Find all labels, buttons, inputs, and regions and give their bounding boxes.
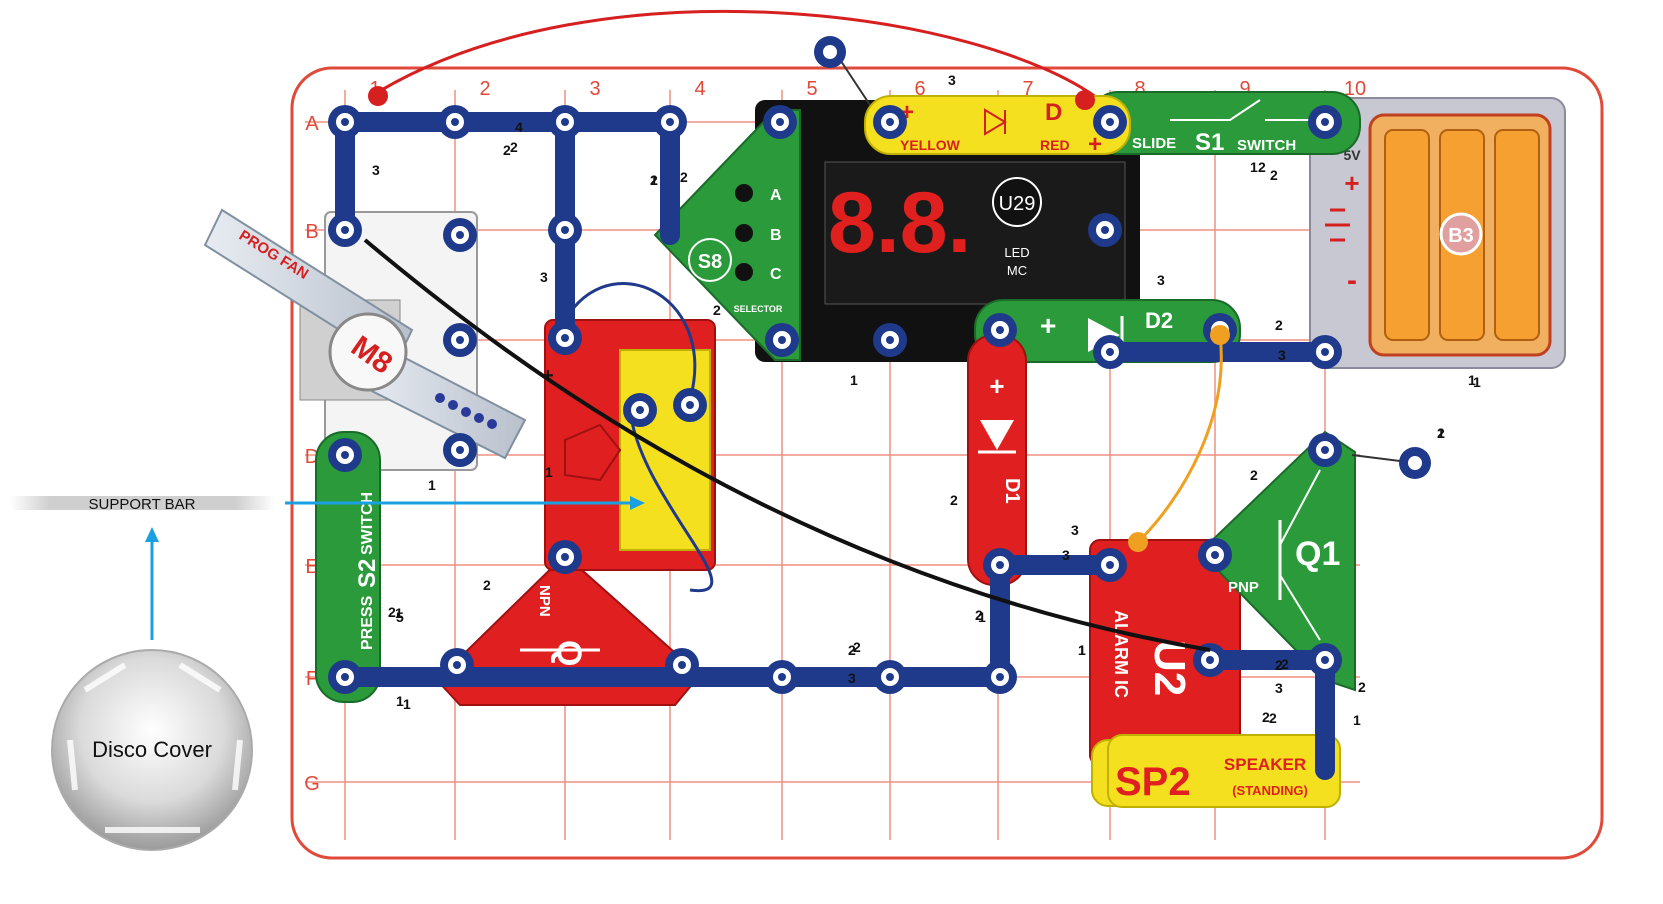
q2-type: NPN — [536, 585, 553, 617]
segment-number: 2 — [1275, 317, 1283, 333]
segment-number: 3 — [372, 162, 380, 178]
segment-number: 2 — [510, 139, 518, 155]
display-name-1: LED — [1004, 245, 1029, 260]
display-digits: 8.8. — [828, 175, 971, 271]
segment-number: 2 — [680, 169, 688, 185]
d3-red-label: RED — [1040, 137, 1070, 153]
sp2-badge: SP2 — [1115, 760, 1191, 804]
d3-yellow-label: YELLOW — [900, 137, 961, 153]
u2-badge: U2 — [1145, 640, 1194, 696]
segment-number: 2 — [388, 604, 396, 620]
segment-number: 1 — [545, 464, 553, 480]
segment-number: 4 — [515, 119, 523, 135]
segment-number: 2 — [1281, 656, 1289, 672]
s2-badge: S2 — [354, 559, 381, 588]
segment-number: 2 — [1358, 679, 1366, 695]
q1-type: PNP — [1228, 579, 1259, 596]
s2-name: SWITCH — [359, 492, 376, 555]
selector-option-c: C — [770, 266, 782, 283]
segment-number: 1 — [403, 696, 411, 712]
segment-number: 1 — [396, 693, 404, 709]
segment-number: 3 — [848, 670, 856, 686]
battery-plus: + — [1344, 168, 1359, 198]
segment-number: 1 — [395, 605, 403, 621]
d3-badge: D — [1045, 99, 1062, 126]
d1-badge: D1 — [1001, 478, 1023, 504]
battery-label: B3 — [1448, 225, 1474, 247]
segment-number: 2 — [1250, 467, 1258, 483]
segment-number: 2 — [503, 142, 511, 158]
segment-number: 1 — [850, 372, 858, 388]
row-label: A — [305, 113, 319, 135]
segment-number: 1 — [650, 172, 658, 188]
row-label: G — [304, 773, 320, 795]
q1-badge: Q1 — [1295, 535, 1340, 573]
selector-name: SELECTOR — [734, 304, 783, 314]
selector-option-a: A — [770, 187, 782, 204]
segment-number: 1 — [1250, 159, 1258, 175]
segment-number: 1 — [1353, 712, 1361, 728]
support-bar-label: SUPPORT BAR — [89, 496, 196, 513]
s1-badge: S1 — [1195, 129, 1224, 156]
column-label: 3 — [589, 78, 600, 100]
segment-number: 2 — [1270, 167, 1278, 183]
selector-badge: S8 — [698, 251, 722, 273]
selector-option-b: B — [770, 227, 782, 244]
segment-number: 2 — [1437, 425, 1445, 441]
segment-number: 1 — [1473, 374, 1481, 390]
segment-number: 1 — [428, 477, 436, 493]
segment-number: 3 — [1062, 547, 1070, 563]
segment-number: 1 — [1078, 642, 1086, 658]
segment-number: 2 — [713, 302, 721, 318]
s1-name: SWITCH — [1237, 137, 1296, 154]
segment-number: 3 — [1278, 347, 1286, 363]
sp2-name-2: (STANDING) — [1232, 783, 1308, 798]
s2-prefix: PRESS — [359, 595, 376, 650]
motor-block: + — [542, 320, 715, 570]
display-badge: U29 — [999, 193, 1036, 215]
segment-number: 3 — [1157, 272, 1165, 288]
column-label: 5 — [806, 78, 817, 100]
row-label: B — [305, 221, 318, 243]
d2-plus: + — [1040, 310, 1056, 341]
segment-number: 1 — [978, 609, 986, 625]
segment-number: 2 — [1258, 159, 1266, 175]
disco-cover-label: Disco Cover — [92, 737, 212, 762]
speaker-sp2: SP2 SPEAKER (STANDING) — [1092, 735, 1340, 807]
d1-plus: + — [989, 371, 1004, 401]
d2-badge: D2 — [1145, 308, 1173, 333]
segment-number: 3 — [540, 269, 548, 285]
battery-minus: - — [1347, 264, 1357, 297]
display-name-2: MC — [1007, 263, 1027, 278]
sp2-name-1: SPEAKER — [1224, 755, 1306, 774]
column-label: 2 — [479, 78, 490, 100]
diode-d1: + D1 — [968, 335, 1026, 585]
segment-number: 2 — [853, 639, 861, 655]
u2-name: ALARM IC — [1111, 610, 1131, 698]
column-label: 4 — [694, 78, 705, 100]
s1-prefix: SLIDE — [1132, 135, 1176, 152]
segment-number: 3 — [948, 72, 956, 88]
segment-number: 3 — [1071, 522, 1079, 538]
segment-number: 2 — [1269, 710, 1277, 726]
segment-number: 2 — [483, 577, 491, 593]
segment-number: 3 — [1275, 680, 1283, 696]
segment-number: 2 — [950, 492, 958, 508]
